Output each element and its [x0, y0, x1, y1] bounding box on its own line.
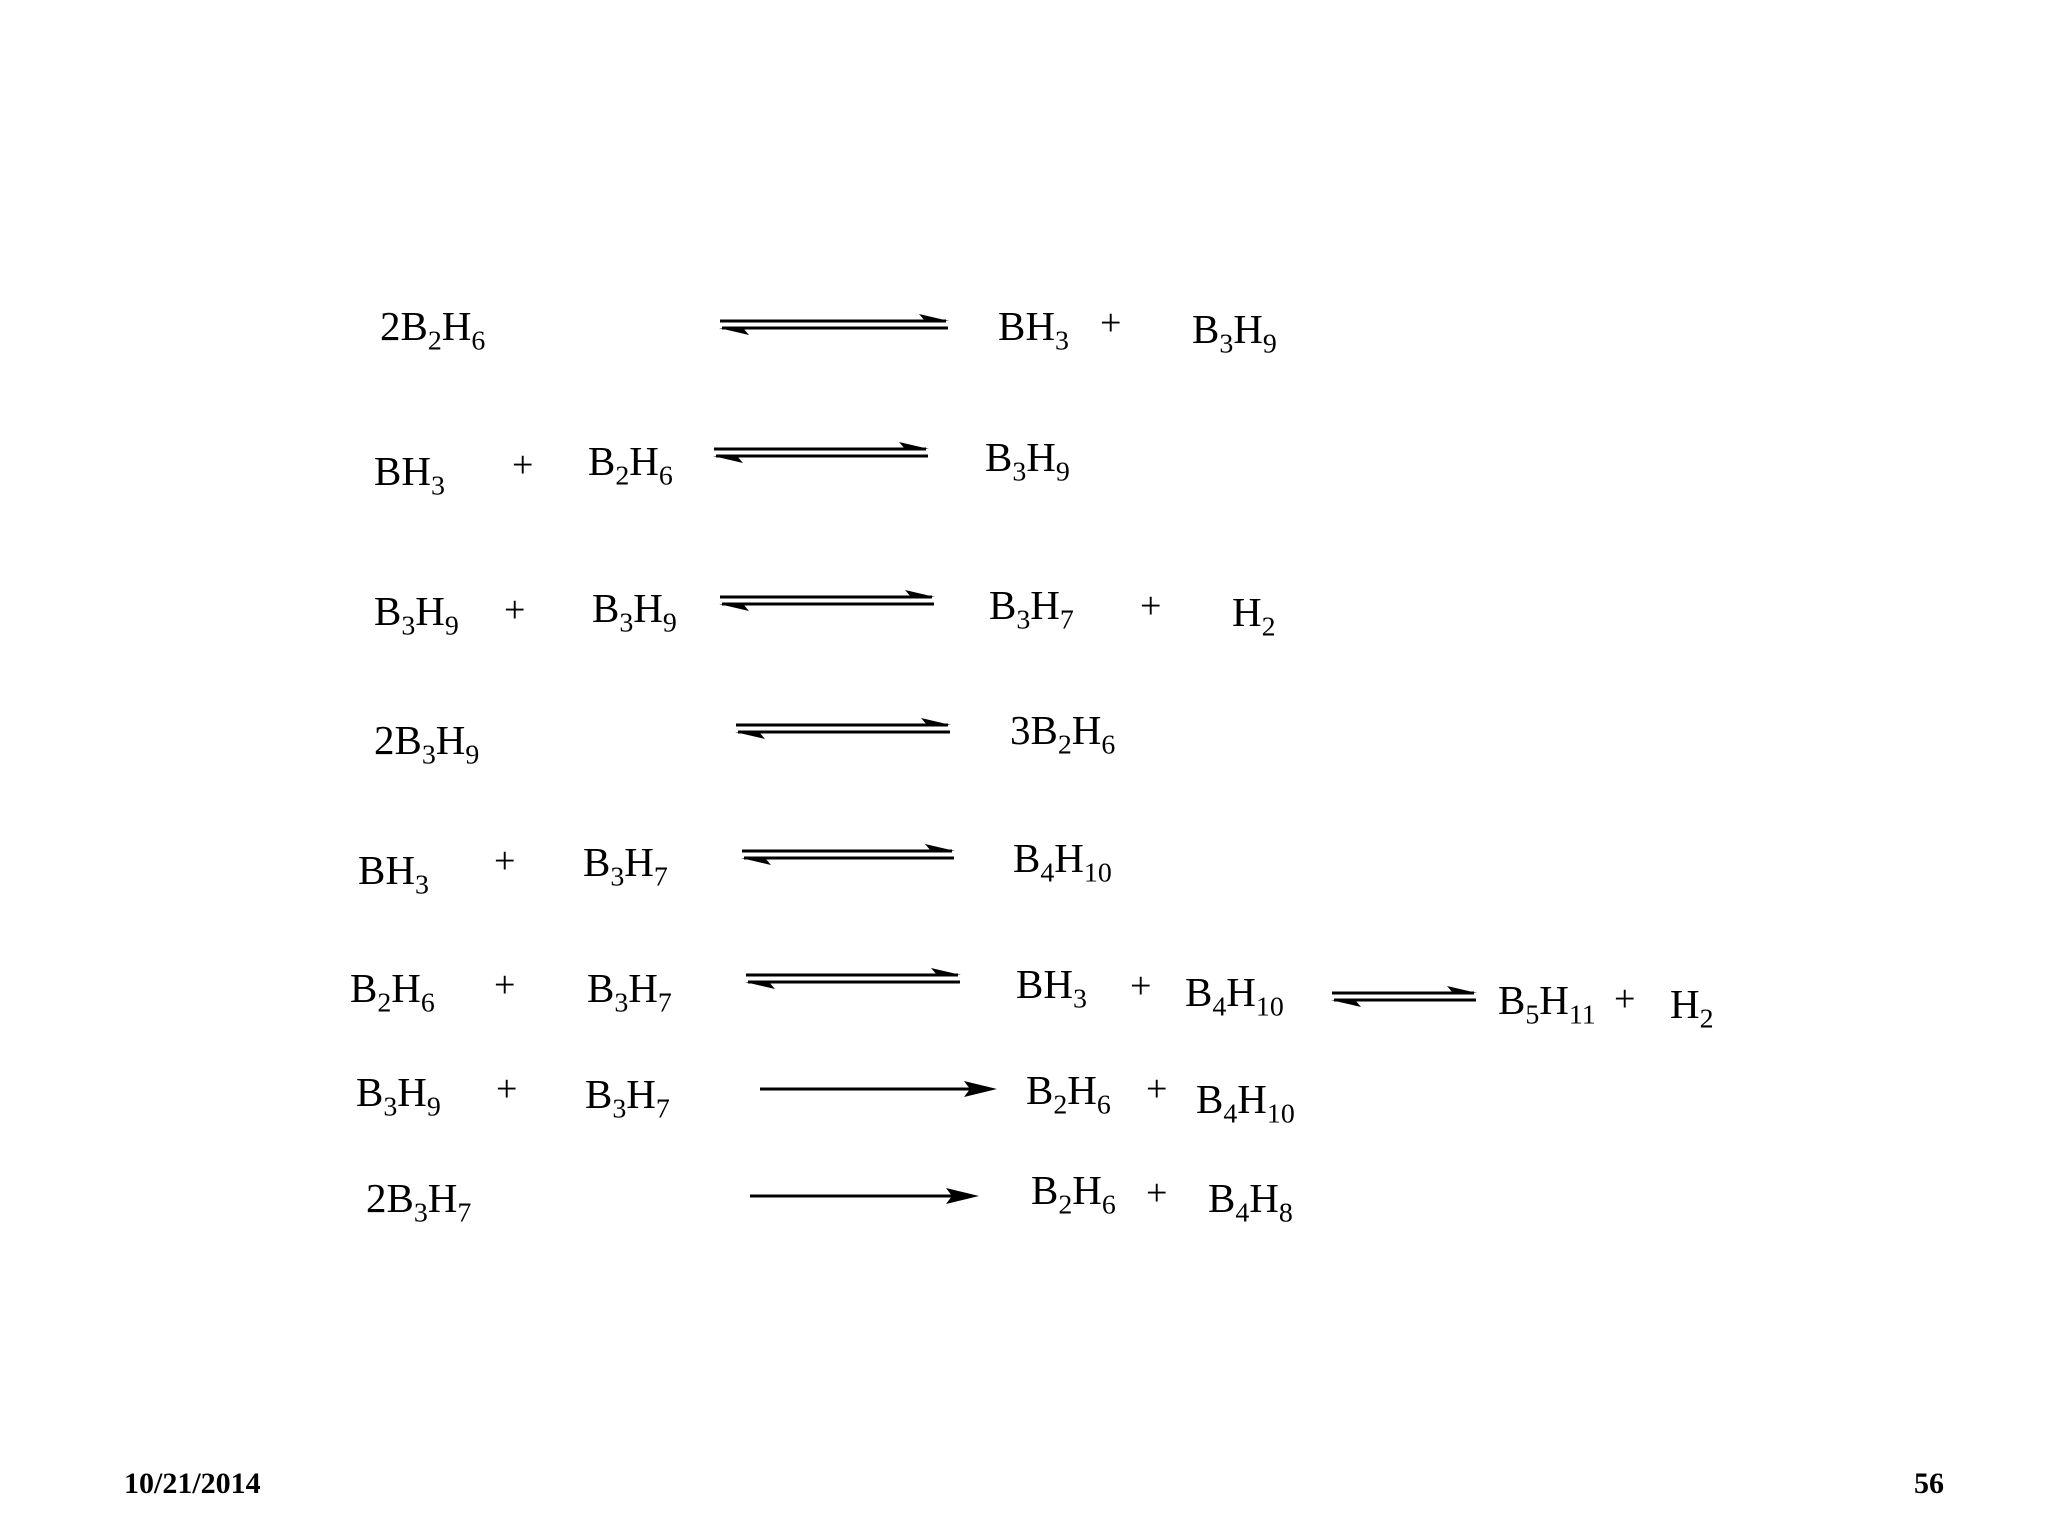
formula-r4-reactant-1: 2B3H9 [374, 717, 480, 771]
footer-page-number: 56 [1914, 1467, 1944, 1500]
formula-r7-reactant-2: B3H7 [585, 1071, 670, 1125]
equilibrium-arrow-r6-second [1331, 986, 1477, 1007]
equilibrium-arrow-r6 [745, 968, 961, 989]
formula-r1-product-2: B3H9 [1192, 306, 1277, 360]
formula-r7-product-1: B2H6 [1026, 1067, 1111, 1121]
formula-r6-second-product-1: B5H11 [1498, 977, 1596, 1031]
plus-sign: + [494, 964, 516, 1006]
plus-sign: + [1614, 978, 1636, 1020]
plus-sign: + [1140, 585, 1162, 627]
equilibrium-arrow-r4 [735, 718, 951, 739]
formula-r2-product-1: B3H9 [985, 434, 1070, 488]
formula-r8-product-1: B2H6 [1031, 1167, 1116, 1221]
formula-r5-reactant-1: BH3 [358, 847, 429, 901]
formula-r1-reactant-1: 2B2H6 [380, 303, 486, 357]
formula-r8-product-2: B4H8 [1208, 1175, 1293, 1229]
equilibrium-arrow-r3 [719, 590, 935, 611]
formula-r1-product-1: BH3 [998, 303, 1069, 357]
equilibrium-arrow-icon [719, 590, 935, 611]
formula-r4-product-1: 3B2H6 [1010, 707, 1116, 761]
formula-r6-product-2: B4H10 [1185, 969, 1284, 1023]
equilibrium-arrow-icon [735, 718, 951, 739]
formula-r5-reactant-2: B3H7 [583, 839, 668, 893]
formula-r8-reactant-1: 2B3H7 [366, 1175, 472, 1229]
formula-r3-reactant-2: B3H9 [592, 585, 677, 639]
footer-date: 10/21/2014 [124, 1467, 261, 1500]
plus-sign: + [496, 1068, 518, 1110]
formula-r6-second-product-2: H2 [1670, 981, 1714, 1035]
forward-arrow-r8 [750, 1188, 979, 1204]
equilibrium-arrow-icon [1331, 986, 1477, 1007]
plus-sign: + [1130, 965, 1152, 1007]
formula-r3-product-2: H2 [1232, 589, 1276, 643]
forward-arrow-r7 [760, 1081, 997, 1097]
equilibrium-arrow-icon [719, 314, 949, 335]
equilibrium-arrow-r5 [741, 844, 955, 865]
formula-r6-product-1: BH3 [1016, 961, 1087, 1015]
equilibrium-arrow-icon [745, 968, 961, 989]
plus-sign: + [504, 589, 526, 631]
formula-r6-reactant-2: B3H7 [587, 965, 672, 1019]
formula-r5-product-1: B4H10 [1013, 835, 1112, 889]
plus-sign: + [494, 840, 516, 882]
equilibrium-arrow-r2 [713, 442, 929, 463]
forward-arrow-icon [750, 1188, 979, 1204]
forward-arrow-icon [760, 1081, 997, 1097]
formula-r2-reactant-1: BH3 [374, 448, 445, 502]
plus-sign: + [1146, 1172, 1168, 1214]
formula-r6-reactant-1: B2H6 [350, 965, 435, 1019]
plus-sign: + [1146, 1068, 1168, 1110]
formula-r7-reactant-1: B3H9 [356, 1069, 441, 1123]
formula-r3-product-1: B3H7 [989, 582, 1074, 636]
plus-sign: + [512, 444, 534, 486]
equilibrium-arrow-r1 [719, 314, 949, 335]
plus-sign: + [1100, 302, 1122, 344]
formula-r3-reactant-1: B3H9 [374, 588, 459, 642]
equilibrium-arrow-icon [741, 844, 955, 865]
equilibrium-arrow-icon [713, 442, 929, 463]
formula-r2-reactant-2: B2H6 [588, 438, 673, 492]
formula-r7-product-2: B4H10 [1196, 1076, 1295, 1130]
